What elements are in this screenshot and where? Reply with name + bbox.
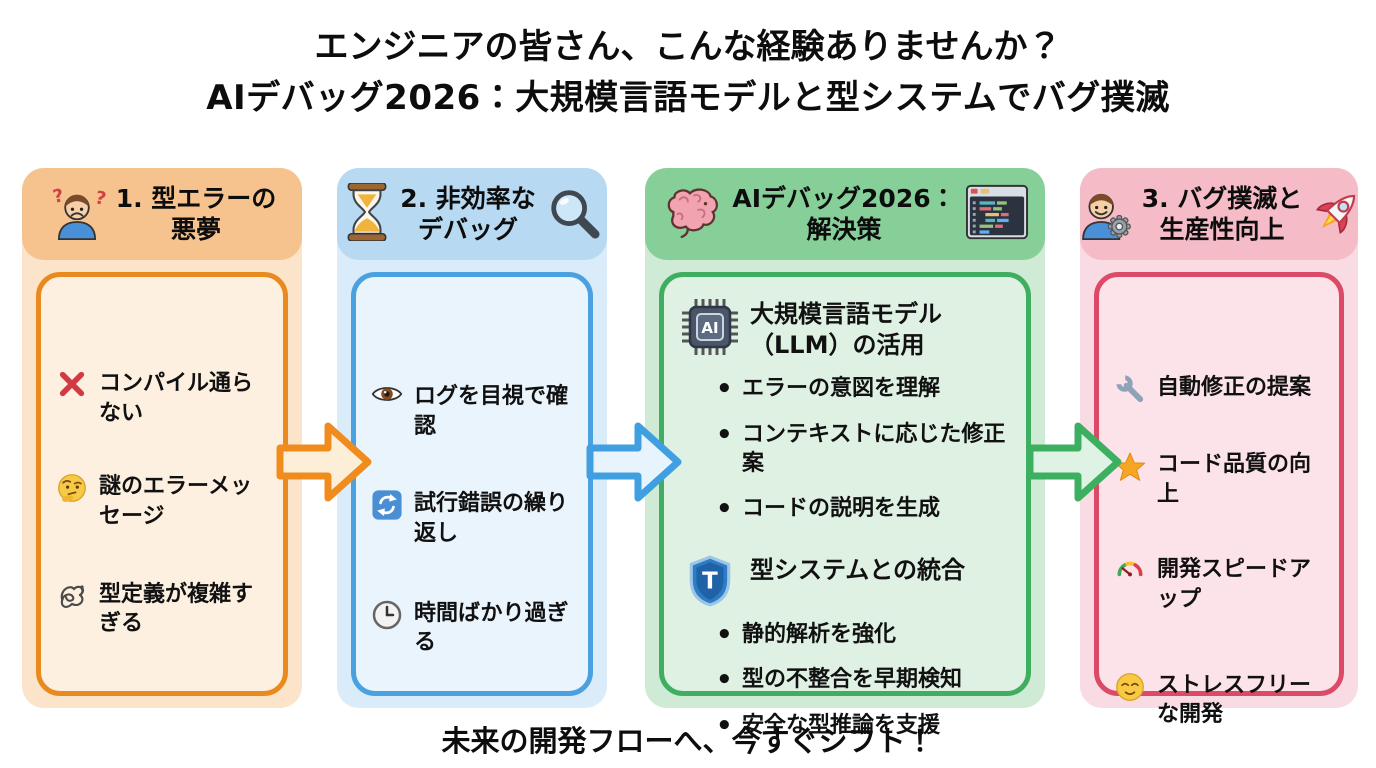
column2-title: 2. 非効率な デバッグ <box>400 183 536 246</box>
confused-person-icon: ? ? <box>48 184 108 244</box>
bullet-item: コンテキストに応じた修正案 <box>716 419 1008 478</box>
llm-section-title: 大規模言語モデル（LLM）の活用 <box>750 300 942 360</box>
repeat-icon <box>370 490 404 520</box>
bullet-item: コードの説明を生成 <box>716 493 1008 526</box>
list-item: 自動修正の提案 <box>1099 373 1339 404</box>
column2-header: 2. 非効率な デバッグ <box>337 168 607 260</box>
type-system-section-head: T 型システムとの統合 <box>682 555 1008 607</box>
list-item: コード品質の向上 <box>1099 450 1339 509</box>
bullet-item: 安全な型推論を支援 <box>716 710 1008 743</box>
type-system-bullet-list: 静的解析を強化 型の不整合を早期検知 安全な型推論を支援 <box>682 619 1008 744</box>
footer-call-to-action: 未来の開発フローへ、今すぐシフト！ <box>441 724 935 758</box>
list-item: 時間ばかり過ぎる <box>356 599 588 658</box>
flow-arrow-2 <box>586 422 682 502</box>
list-item: ストレスフリーな開発 <box>1099 671 1339 730</box>
svg-text:?: ? <box>93 187 106 210</box>
list-item: ログを目視で確認 <box>356 382 588 441</box>
llm-section-head: AI 大規模言語モデル（LLM）の活用 <box>682 299 1008 361</box>
llm-bullet-list: エラーの意図を理解 コンテキストに応じた修正案 コードの説明を生成 <box>682 373 1008 526</box>
column2-title-line1: 2. 非効率な <box>400 183 536 213</box>
list-item: 試行錯誤の繰り返し <box>356 489 588 548</box>
type-system-section-title: 型システムとの統合 <box>750 555 966 584</box>
bullet-item: エラーの意図を理解 <box>716 373 1008 406</box>
column4-body: 自動修正の提案 コード品質の向上 <box>1094 272 1344 727</box>
red-cross-icon <box>55 370 89 398</box>
llm-section: AI 大規模言語モデル（LLM）の活用 エラーの意図を理解 コンテキストに応じた… <box>664 299 1026 541</box>
column2-body: ログを目視で確認 試行錯誤の繰り返し <box>351 272 593 696</box>
column3-title: AIデバッグ2026： 解決策 <box>732 183 955 246</box>
list-item-text: コード品質の向上 <box>1157 452 1312 507</box>
column3-title-line1: AIデバッグ2026： <box>732 183 956 213</box>
column1-body: コンパイル通らない 謎のエラーメッセージ <box>36 272 288 696</box>
column4-title-line1: 3. バグ撲滅と <box>1141 183 1303 213</box>
thinking-face-icon <box>55 473 89 503</box>
clock-icon <box>370 600 404 630</box>
svg-text:AI: AI <box>701 319 718 337</box>
eye-icon <box>370 383 404 405</box>
list-item: コンパイル通らない <box>41 369 283 428</box>
list-item-text: ログを目視で確認 <box>414 384 569 439</box>
column-ai-debug-solution: AIデバッグ2026： 解決策 <box>645 168 1045 743</box>
column4-title: 3. バグ撲滅と 生産性向上 <box>1142 183 1303 246</box>
column-bug-eradication: 3. バグ撲滅と 生産性向上 <box>1080 168 1358 727</box>
svg-text:T: T <box>702 568 718 594</box>
brain-icon <box>662 185 722 243</box>
column1-title: 1. 型エラーの 悪夢 <box>116 183 277 246</box>
bullet-item: 型の不整合を早期検知 <box>716 664 1008 697</box>
list-item-text: 開発スピードアップ <box>1157 557 1312 613</box>
column1-title-line1: 1. 型エラーの <box>115 183 277 213</box>
column3-body: AI 大規模言語モデル（LLM）の活用 エラーの意図を理解 コンテキストに応じた… <box>659 272 1031 743</box>
page-title: エンジニアの皆さん、こんな経験ありませんか？ AIデバッグ2026：大規模言語モ… <box>0 22 1376 124</box>
magnifier-icon <box>546 185 600 243</box>
column2-title-line2: デバッグ <box>418 215 519 244</box>
page-title-line1: エンジニアの皆さん、こんな経験ありませんか？ <box>314 27 1062 67</box>
list-item: 型定義が複雑すぎる <box>41 580 283 639</box>
column-type-error-nightmare: ? ? 1. 型エラーの 悪夢 <box>22 168 302 708</box>
flow-arrow-3 <box>1026 422 1122 502</box>
bullet-item: 静的解析を強化 <box>716 619 1008 652</box>
hourglass-icon <box>344 182 390 245</box>
code-editor-icon <box>965 184 1028 244</box>
ai-chip-icon: AI <box>682 299 738 355</box>
rocket-icon <box>1312 186 1364 242</box>
shield-t-icon: T <box>682 555 738 607</box>
list-item: 開発スピードアップ <box>1099 555 1339 614</box>
list-item-text: 自動修正の提案 <box>1157 375 1312 400</box>
tangled-knot-icon <box>55 581 89 611</box>
list-item-text: 謎のエラーメッセージ <box>99 474 253 530</box>
svg-text:?: ? <box>51 185 66 208</box>
list-item-text: 時間ばかり過ぎる <box>414 600 569 656</box>
list-item: 謎のエラーメッセージ <box>41 472 283 531</box>
speedometer-icon <box>1113 556 1147 578</box>
flow-arrow-1 <box>276 422 372 502</box>
column3-header: AIデバッグ2026： 解決策 <box>645 168 1045 260</box>
column3-title-line2: 解決策 <box>806 215 882 244</box>
relieved-face-icon <box>1113 672 1147 702</box>
column4-title-line2: 生産性向上 <box>1159 215 1285 244</box>
list-item-text: コンパイル通らない <box>99 371 254 426</box>
list-item-text: 型定義が複雑すぎる <box>99 581 254 637</box>
list-item-text: 試行錯誤の繰り返し <box>414 491 569 547</box>
column1-title-line2: 悪夢 <box>170 215 221 244</box>
type-system-section: T 型システムとの統合 静的解析を強化 型の不整合を早期検知 安全な型推論を支援 <box>664 555 1026 758</box>
column-inefficient-debugging: 2. 非効率な デバッグ <box>337 168 607 708</box>
list-item-text: ストレスフリーな開発 <box>1157 672 1312 728</box>
wrench-icon <box>1113 374 1147 404</box>
page-title-line2: AIデバッグ2026：大規模言語モデルと型システムでバグ撲滅 <box>206 78 1170 118</box>
column1-header: ? ? 1. 型エラーの 悪夢 <box>22 168 302 260</box>
engineer-gear-icon <box>1074 184 1132 244</box>
column4-header: 3. バグ撲滅と 生産性向上 <box>1080 168 1358 260</box>
